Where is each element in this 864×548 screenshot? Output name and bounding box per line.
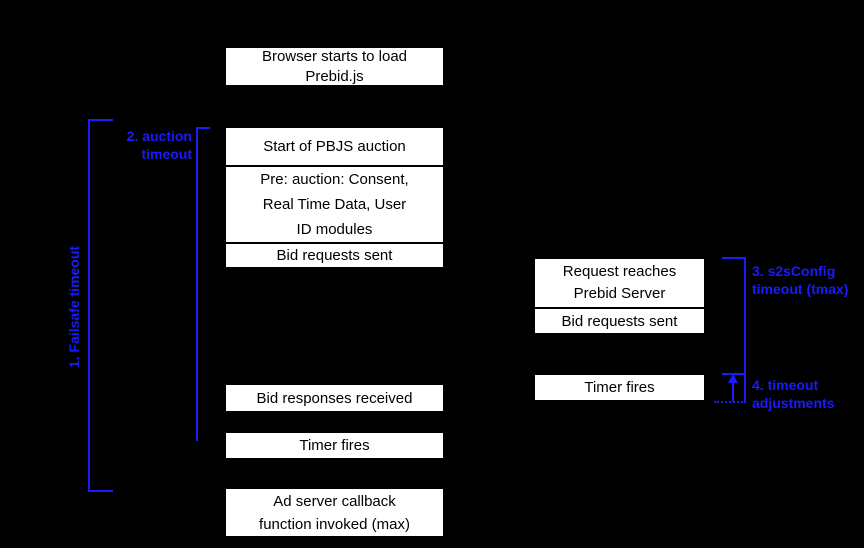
box-request-reaches-prebid-server: Request reaches Prebid Server bbox=[533, 257, 706, 309]
box-bid-responses-received-label: Bid responses received bbox=[256, 389, 413, 407]
failsafe-timeout-bracket bbox=[88, 119, 113, 492]
box-bid-requests-sent-label: Bid requests sent bbox=[276, 247, 393, 264]
box-timer-fires-server: Timer fires bbox=[533, 373, 706, 402]
box-bid-requests-sent-server: Bid requests sent bbox=[533, 307, 706, 335]
box-timer-fires-client-label: Timer fires bbox=[299, 437, 370, 454]
box-start-pbjs-auction: Start of PBJS auction bbox=[224, 126, 445, 167]
timeout-adjustment-dotted-baseline bbox=[714, 401, 746, 403]
box-ad-server-callback: Ad server callback function invoked (max… bbox=[224, 487, 445, 538]
auction-timeout-label: 2. auction timeout bbox=[126, 128, 192, 162]
box-timer-fires-client: Timer fires bbox=[224, 431, 445, 460]
s2sconfig-timeout-bracket bbox=[722, 257, 746, 375]
timeout-adjustments-label: 4. timeout adjustments bbox=[752, 377, 835, 411]
up-arrow-head-icon bbox=[728, 374, 738, 383]
box-pre-auction-modules: Pre: auction: Consent, Real Time Data, U… bbox=[224, 165, 445, 244]
box-timer-fires-server-label: Timer fires bbox=[584, 379, 655, 396]
failsafe-timeout-label: 1. Failsafe timeout bbox=[66, 245, 82, 369]
box-bid-requests-sent-server-label: Bid requests sent bbox=[561, 312, 678, 330]
box-pre-auction-modules-label: Pre: auction: Consent, Real Time Data, U… bbox=[260, 171, 409, 238]
s2sconfig-timeout-label: 3. s2sConfig timeout (tmax) bbox=[752, 263, 849, 297]
box-browser-starts-load-label: Browser starts to load Prebid.js bbox=[261, 47, 408, 85]
box-ad-server-callback-label: Ad server callback function invoked (max… bbox=[259, 492, 410, 533]
box-bid-responses-received: Bid responses received bbox=[224, 383, 445, 413]
auction-timeout-bracket bbox=[196, 127, 210, 441]
timeout-adjustment-line bbox=[744, 373, 746, 403]
box-bid-requests-sent: Bid requests sent bbox=[224, 242, 445, 269]
box-start-pbjs-auction-label: Start of PBJS auction bbox=[263, 138, 406, 155]
box-request-reaches-prebid-server-label: Request reaches Prebid Server bbox=[562, 263, 677, 302]
up-arrow-icon bbox=[732, 382, 734, 402]
box-browser-starts-load: Browser starts to load Prebid.js bbox=[224, 46, 445, 87]
